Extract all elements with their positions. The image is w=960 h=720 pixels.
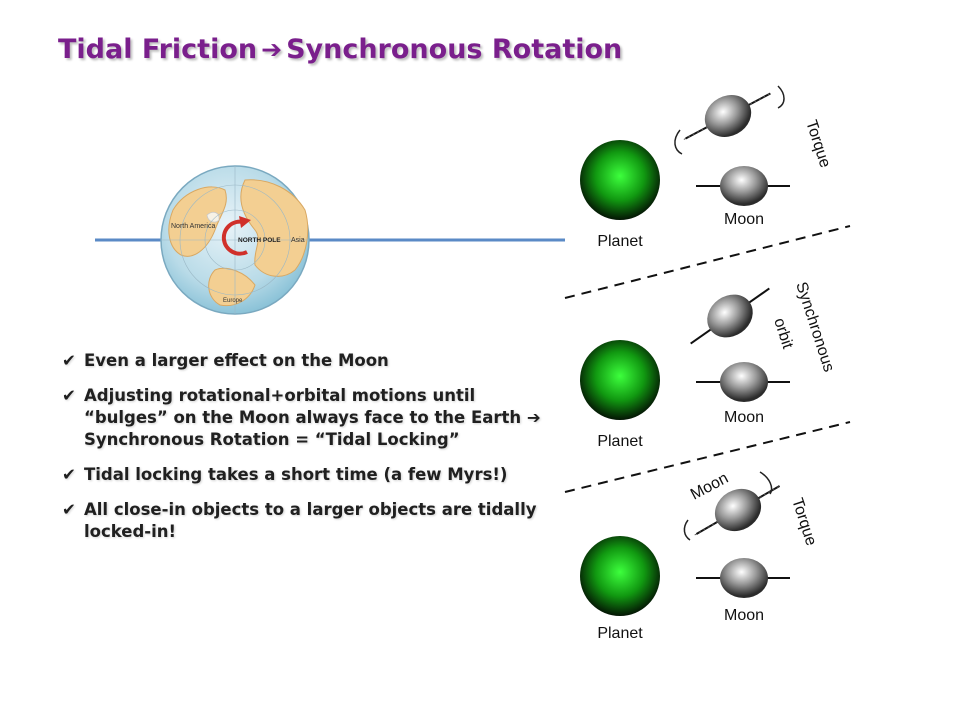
rotation-arrow-icon (221, 219, 248, 256)
landmass-north-america (168, 186, 227, 257)
tidal-locking-diagram: Planet Moon Torque Planet Moon (560, 80, 860, 660)
moon-3-lower (720, 558, 768, 598)
check-icon: ✔ (62, 500, 76, 519)
panel-3: Planet Moon Moon Torque (580, 470, 820, 642)
planet-label-3: Planet (597, 625, 643, 642)
bullet-item: ✔ Adjusting rotational+orbital motions un… (62, 385, 562, 451)
moon-2-lower (720, 362, 768, 402)
planet-label-2: Planet (597, 433, 643, 450)
divider-2 (564, 421, 851, 493)
check-icon: ✔ (62, 351, 76, 370)
slide-title: Tidal Friction➔Synchronous Rotation (58, 34, 622, 65)
planet-1 (580, 140, 660, 220)
torque-label-3: Torque (788, 496, 819, 548)
label-north-america: North America (171, 223, 215, 230)
planet-label-1: Planet (597, 233, 643, 250)
moon-2-upper (707, 294, 753, 338)
moon-label-3: Moon (724, 607, 764, 624)
landmass-greenland (206, 211, 220, 223)
bullet-item: ✔ Even a larger effect on the Moon (62, 350, 562, 372)
moon-3-upper (714, 488, 762, 532)
torque-label-1: Torque (802, 118, 833, 170)
bullet-item: ✔ All close-in objects to a larger object… (62, 499, 562, 543)
earth-illustration: North America NORTH POLE Asia Europe (95, 160, 565, 320)
bullet-text: Adjusting rotational+orbital motions unt… (84, 386, 541, 449)
planet-3 (580, 536, 660, 616)
orbit-label: orbit (770, 316, 796, 351)
divider-1 (564, 225, 851, 299)
title-part-2: Synchronous Rotation (286, 34, 623, 65)
label-north-pole: NORTH POLE (238, 237, 281, 244)
label-europe: Europe (223, 298, 243, 304)
bullet-text: All close-in objects to a larger objects… (84, 500, 537, 541)
panel-2: Planet Moon Synchronous orbit (580, 280, 837, 450)
check-icon: ✔ (62, 386, 76, 405)
check-icon: ✔ (62, 465, 76, 484)
bullet-text: Tidal locking takes a short time (a few … (84, 465, 508, 484)
bullet-text: Even a larger effect on the Moon (84, 351, 389, 370)
label-asia: Asia (291, 237, 305, 244)
synchronous-label: Synchronous (792, 280, 837, 374)
landmass-asia (240, 179, 309, 277)
moon-1-lower (720, 166, 768, 206)
bullet-list: ✔ Even a larger effect on the Moon ✔ Adjus… (62, 350, 562, 556)
title-arrow-icon: ➔ (261, 35, 283, 64)
bullet-item: ✔ Tidal locking takes a short time (a few… (62, 464, 562, 486)
moon-label-2: Moon (724, 409, 764, 426)
panel-1: Planet Moon Torque (580, 85, 834, 250)
planet-2 (580, 340, 660, 420)
moon-label-1: Moon (724, 211, 764, 228)
title-part-1: Tidal Friction (58, 34, 258, 65)
moon-1-upper (704, 95, 752, 137)
